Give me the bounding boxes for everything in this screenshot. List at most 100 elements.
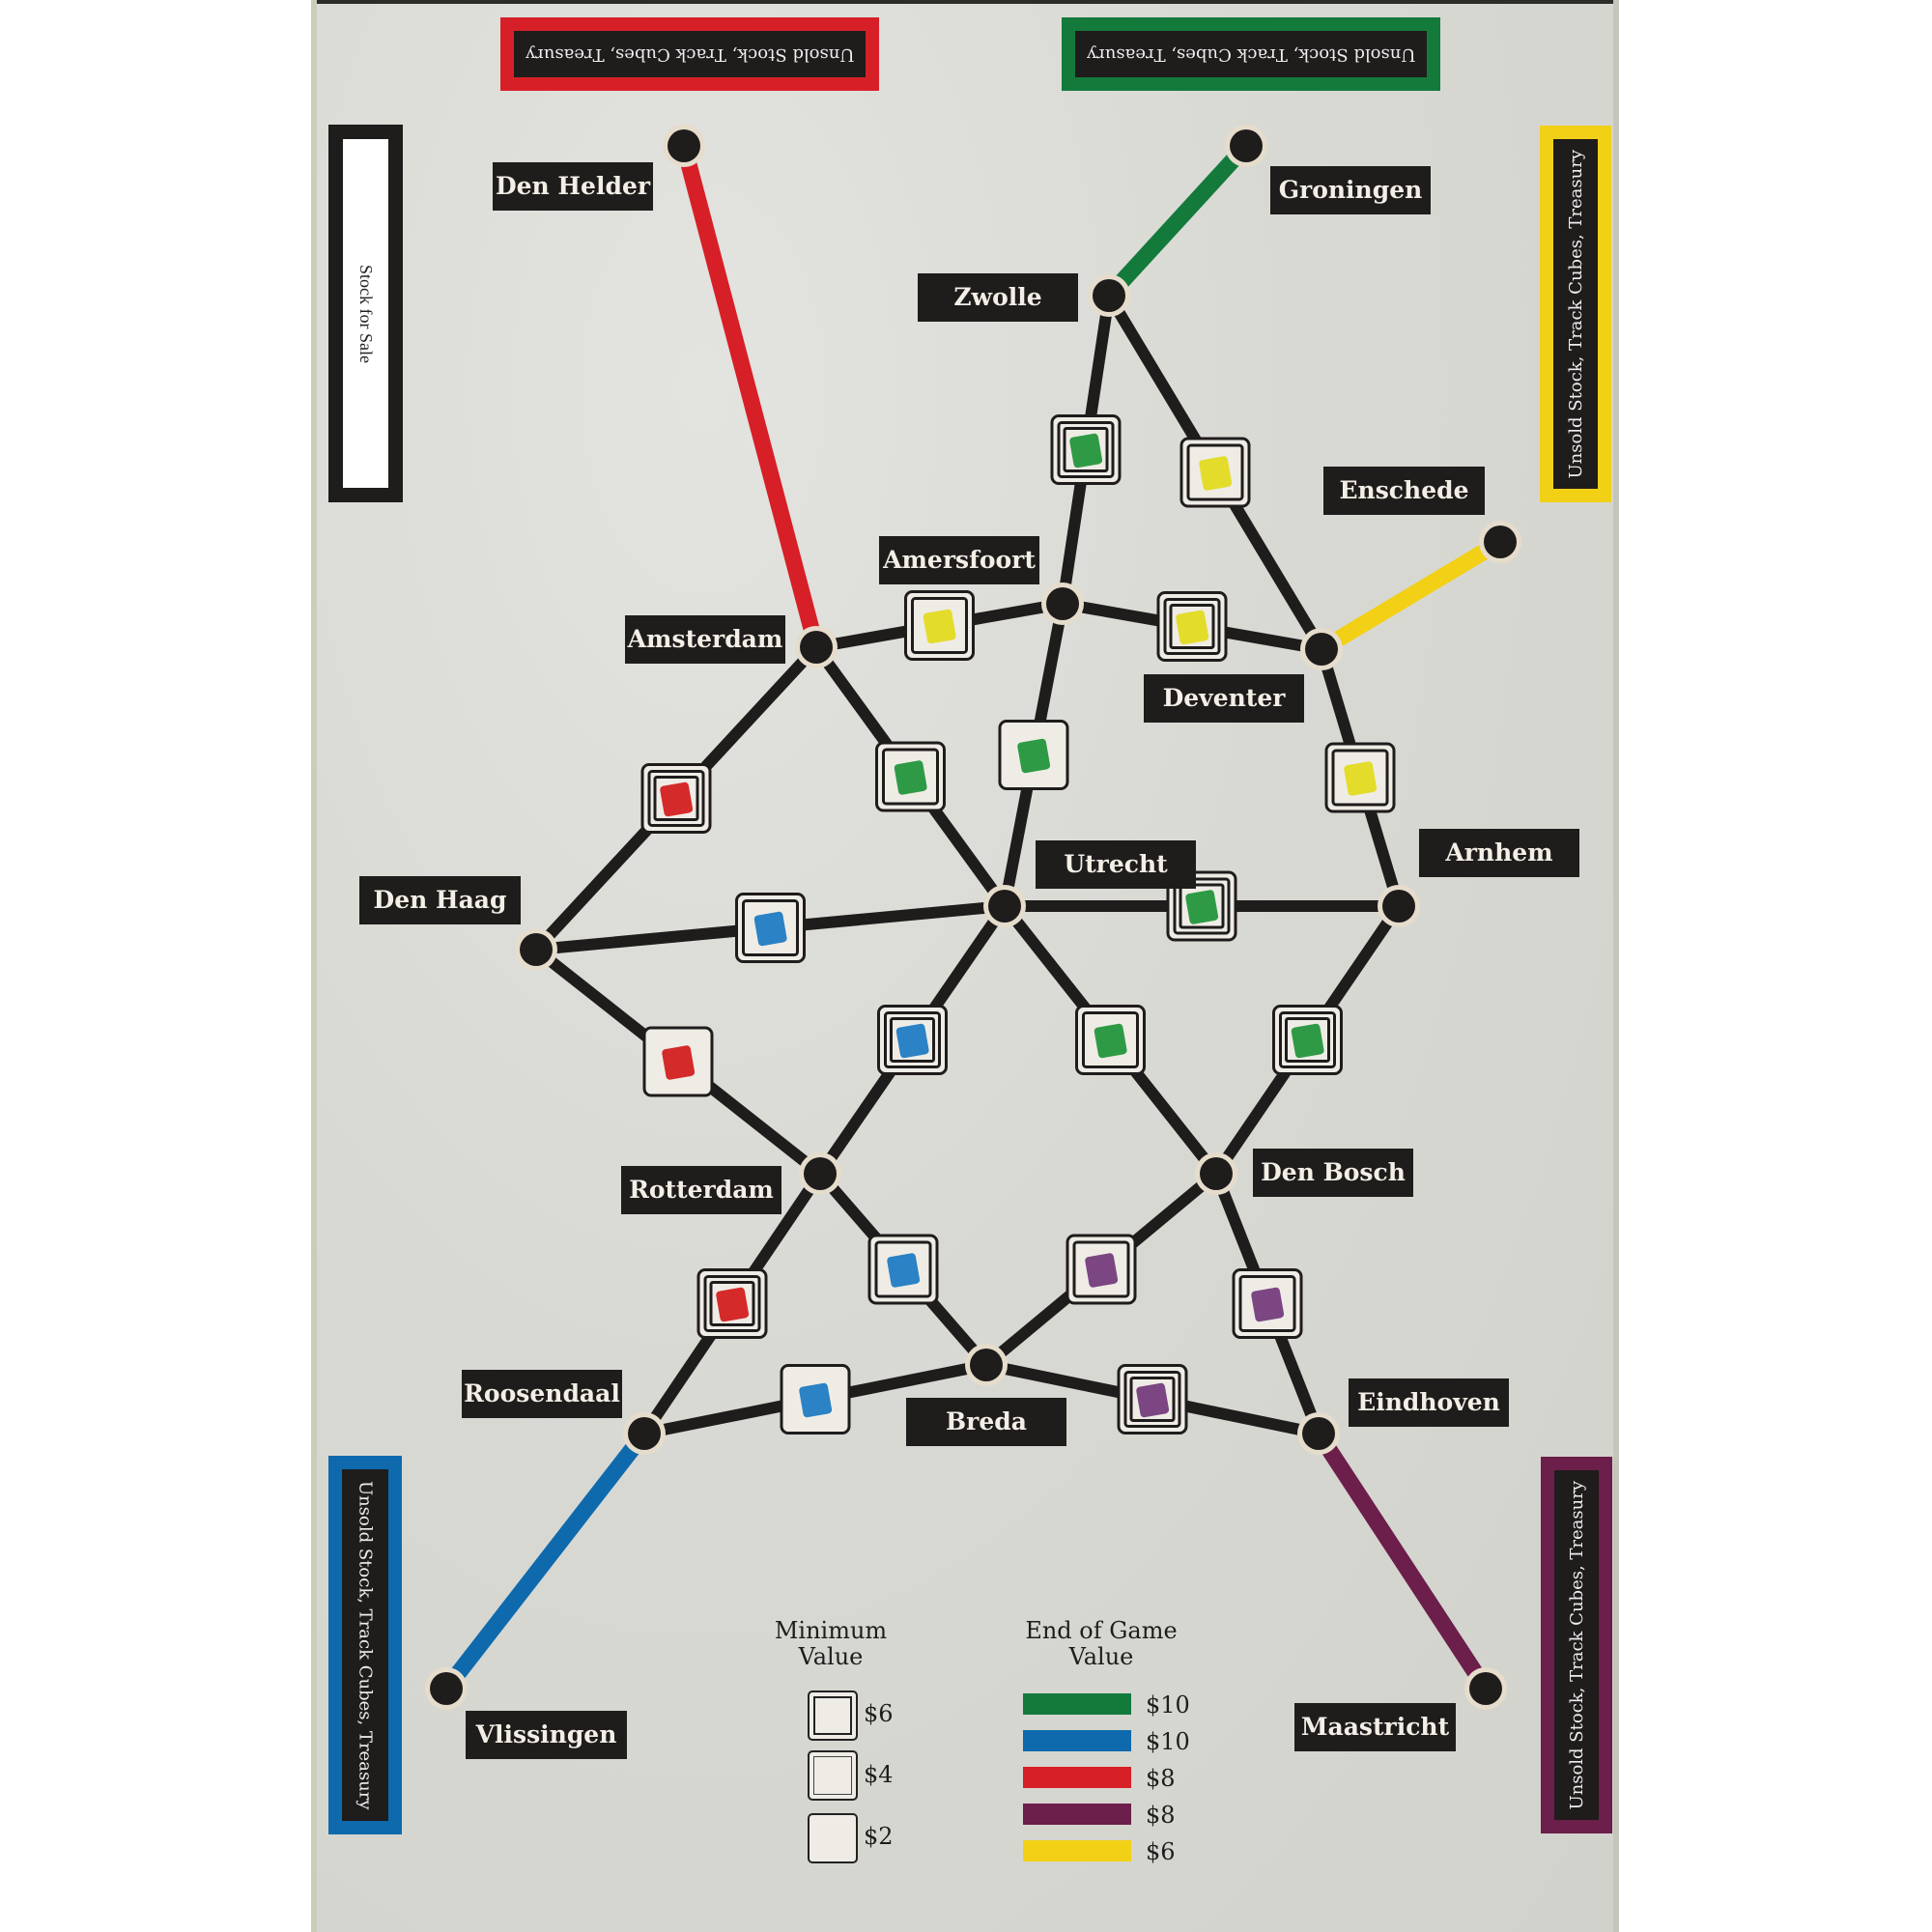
city-node-vlissingen[interactable] xyxy=(425,1667,468,1710)
minimum-value-6: $6 xyxy=(864,1700,894,1727)
company-box-blue-label: Unsold Stock, Track Cubes, Treasury xyxy=(355,1480,376,1810)
city-node-maastricht[interactable] xyxy=(1464,1667,1507,1710)
city-label-deventer: Deventer xyxy=(1144,674,1304,723)
city-label-enschede: Enschede xyxy=(1323,467,1485,515)
city-node-roosendaal[interactable] xyxy=(623,1412,666,1455)
company-box-red[interactable]: Unsold Stock, Track Cubes, Treasury xyxy=(500,17,879,91)
end-of-game-title-1: End of Game xyxy=(1025,1617,1178,1644)
home-line-groningen xyxy=(1102,140,1253,301)
track-space-den-haag-utrecht[interactable] xyxy=(735,893,806,963)
minimum-value-4: $4 xyxy=(864,1761,894,1788)
city-label-arnhem: Arnhem xyxy=(1419,829,1579,877)
track-space-den-haag-rotterdam[interactable] xyxy=(642,1026,714,1097)
track-space-utrecht-den-bosch[interactable] xyxy=(1075,1005,1146,1075)
city-node-enschede[interactable] xyxy=(1479,521,1521,563)
frame-single-sample xyxy=(808,1813,858,1863)
city-label-groningen: Groningen xyxy=(1270,166,1431,214)
purple-cube-icon xyxy=(1136,1382,1170,1418)
city-label-zwolle: Zwolle xyxy=(918,273,1078,322)
green-cube-icon xyxy=(1094,1023,1127,1059)
minimum-value-title-1: Minimum xyxy=(774,1617,888,1644)
city-label-eindhoven: Eindhoven xyxy=(1349,1378,1509,1427)
blue-cube-icon xyxy=(887,1253,921,1288)
track-space-zwolle-deventer[interactable] xyxy=(1179,437,1251,508)
board-edge-left xyxy=(311,0,317,1932)
yellow-cube-icon xyxy=(1176,610,1209,645)
stock-for-sale-area[interactable]: Stock for Sale xyxy=(328,125,403,502)
city-label-den-bosch: Den Bosch xyxy=(1253,1149,1413,1197)
red-cube-icon xyxy=(662,1045,696,1080)
city-node-groningen[interactable] xyxy=(1225,125,1267,167)
track-space-utrecht-rotterdam[interactable] xyxy=(877,1005,948,1075)
company-box-green-label: Unsold Stock, Track Cubes, Treasury xyxy=(1086,43,1416,65)
track-space-rotterdam-roosendaal[interactable] xyxy=(696,1268,768,1339)
green-cube-icon xyxy=(1069,433,1103,469)
legend-bar-purple xyxy=(1023,1804,1131,1825)
end-of-game-title-2: Value xyxy=(1068,1643,1134,1670)
city-node-utrecht[interactable] xyxy=(983,885,1026,927)
company-box-green[interactable]: Unsold Stock, Track Cubes, Treasury xyxy=(1062,17,1440,91)
track-space-amsterdam-amersfoort[interactable] xyxy=(904,590,975,661)
blue-cube-icon xyxy=(753,911,787,947)
company-box-yellow-label: Unsold Stock, Track Cubes, Treasury xyxy=(1565,149,1586,479)
green-cube-icon xyxy=(1291,1023,1324,1059)
track-space-den-bosch-eindhoven[interactable] xyxy=(1232,1268,1303,1339)
city-node-den-haag[interactable] xyxy=(515,928,557,971)
stock-for-sale-label: Stock for Sale xyxy=(356,264,376,363)
city-node-deventer[interactable] xyxy=(1300,628,1343,670)
city-node-arnhem[interactable] xyxy=(1378,885,1420,927)
home-line-enschede xyxy=(1317,534,1505,657)
track-space-amersfoort-deventer[interactable] xyxy=(1156,591,1228,662)
frame-double-sample xyxy=(808,1750,858,1801)
city-label-den-helder: Den Helder xyxy=(493,162,653,211)
track-space-amersfoort-utrecht[interactable] xyxy=(998,720,1069,790)
end-of-game-heading: End of Game Value xyxy=(1009,1618,1193,1670)
track-space-amsterdam-utrecht[interactable] xyxy=(875,741,946,812)
home-line-den-helder xyxy=(675,143,825,650)
company-box-purple[interactable]: Unsold Stock, Track Cubes, Treasury xyxy=(1541,1457,1612,1833)
legend-bar-blue xyxy=(1023,1730,1131,1751)
track-space-den-bosch-breda[interactable] xyxy=(1065,1234,1137,1305)
city-node-amersfoort[interactable] xyxy=(1041,582,1084,625)
city-node-den-bosch[interactable] xyxy=(1195,1152,1237,1195)
city-label-den-haag: Den Haag xyxy=(359,876,521,924)
city-node-rotterdam[interactable] xyxy=(799,1152,841,1195)
green-cube-icon xyxy=(894,760,927,795)
purple-cube-icon xyxy=(1085,1253,1119,1288)
green-cube-icon xyxy=(1017,738,1051,774)
red-cube-icon xyxy=(660,781,694,817)
company-box-yellow[interactable]: Unsold Stock, Track Cubes, Treasury xyxy=(1540,126,1611,502)
purple-cube-icon xyxy=(1251,1287,1285,1322)
board-edge-right xyxy=(1613,0,1619,1932)
track-space-breda-eindhoven[interactable] xyxy=(1117,1364,1188,1435)
track-space-rotterdam-breda[interactable] xyxy=(867,1234,939,1305)
track-space-amsterdam-den-haag[interactable] xyxy=(640,763,712,834)
city-label-breda: Breda xyxy=(906,1398,1066,1446)
city-label-vlissingen: Vlissingen xyxy=(466,1711,627,1759)
end-value-purple: $8 xyxy=(1146,1802,1176,1829)
track-space-roosendaal-breda[interactable] xyxy=(780,1364,851,1435)
track-space-arnhem-den-bosch[interactable] xyxy=(1272,1005,1343,1075)
city-node-eindhoven[interactable] xyxy=(1297,1412,1340,1455)
home-line-vlissingen xyxy=(440,1428,651,1694)
home-line-maastricht xyxy=(1311,1429,1493,1693)
city-label-rotterdam: Rotterdam xyxy=(621,1166,781,1214)
company-box-blue[interactable]: Unsold Stock, Track Cubes, Treasury xyxy=(328,1456,402,1834)
city-node-amsterdam[interactable] xyxy=(795,626,838,668)
yellow-cube-icon xyxy=(1344,761,1378,796)
frame-triple-sample xyxy=(808,1690,858,1741)
company-box-red-label: Unsold Stock, Track Cubes, Treasury xyxy=(525,43,855,65)
minimum-value-title-2: Value xyxy=(798,1643,864,1670)
track-space-utrecht-arnhem[interactable] xyxy=(1166,870,1237,942)
company-box-purple-label: Unsold Stock, Track Cubes, Treasury xyxy=(1566,1480,1587,1810)
track-space-deventer-arnhem[interactable] xyxy=(1324,742,1396,813)
city-node-breda[interactable] xyxy=(965,1344,1008,1386)
minimum-value-2: $2 xyxy=(864,1823,894,1850)
yellow-cube-icon xyxy=(1199,456,1233,491)
end-value-red: $8 xyxy=(1146,1765,1176,1792)
city-label-roosendaal: Roosendaal xyxy=(462,1370,622,1418)
city-node-den-helder[interactable] xyxy=(663,125,705,167)
city-node-zwolle[interactable] xyxy=(1088,274,1130,317)
track-space-zwolle-amersfoort[interactable] xyxy=(1050,414,1122,485)
